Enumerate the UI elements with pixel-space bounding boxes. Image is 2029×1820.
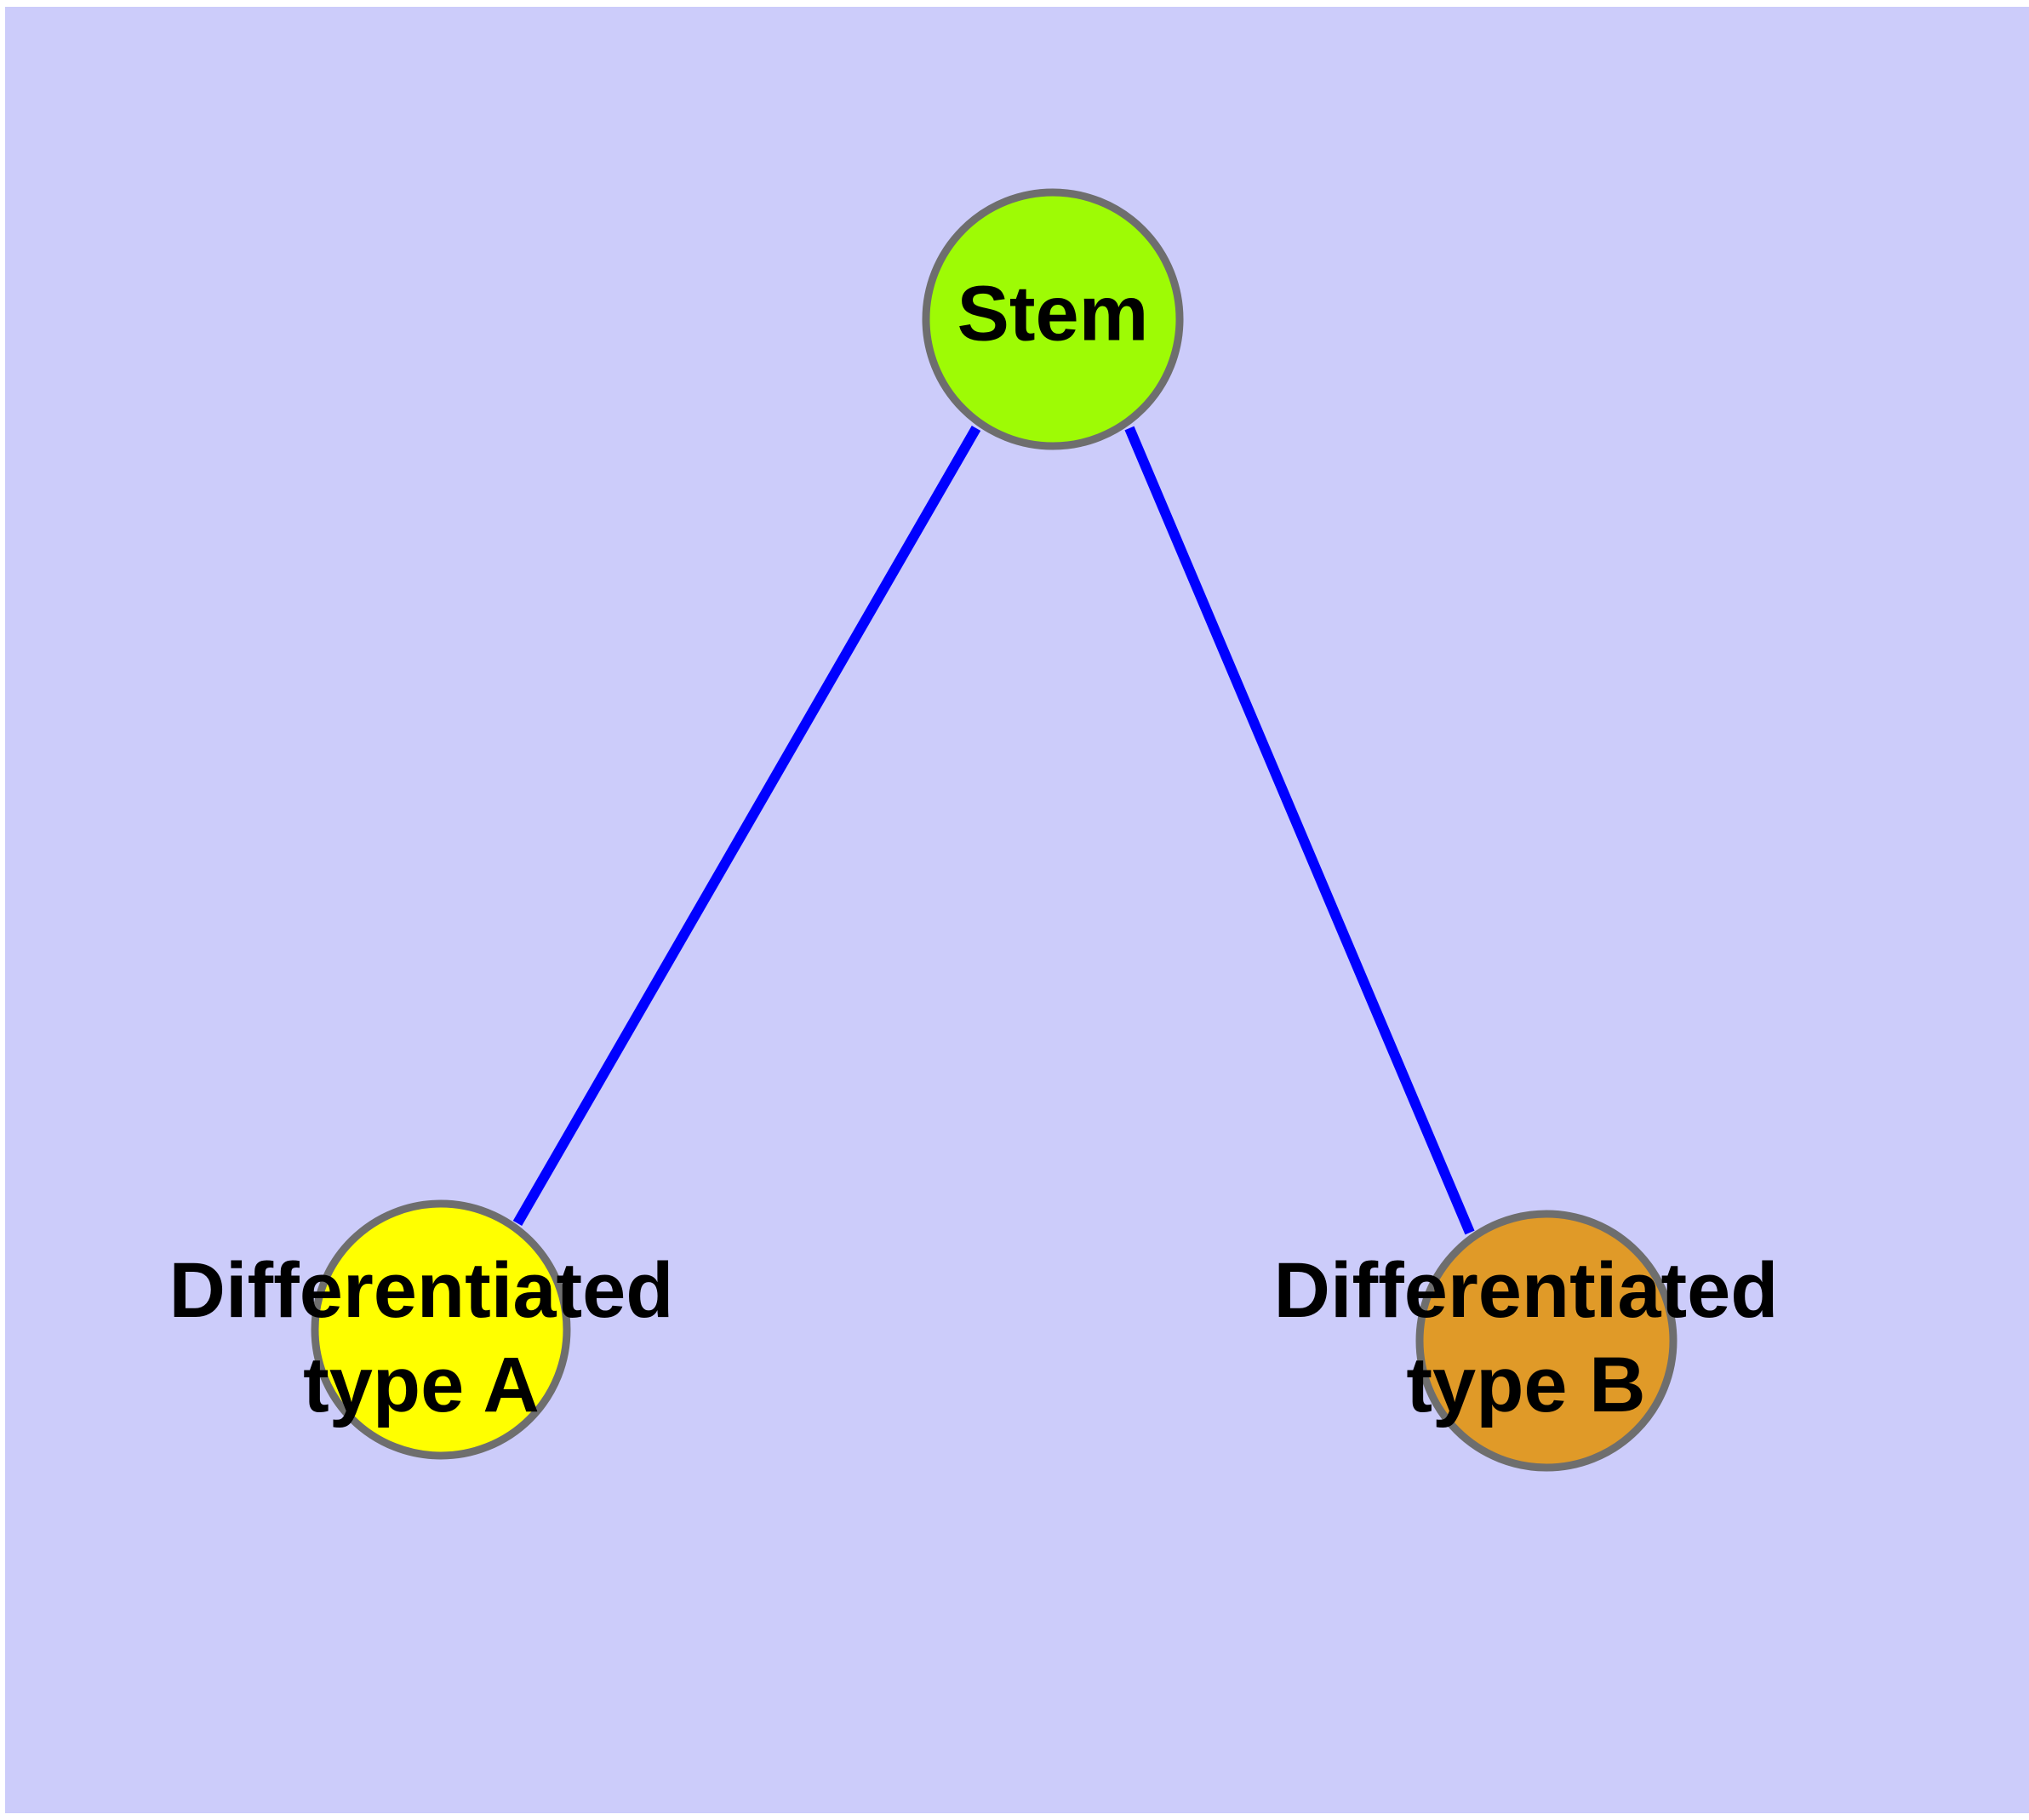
- node-differentiated-type-b[interactable]: [1415, 1210, 1677, 1472]
- edge-stem-to-differentiated-type-a: [512, 426, 981, 1226]
- node-label-differentiated-type-b-line-1: Differentiated: [1274, 1247, 1779, 1334]
- node-label-stem: Stem: [957, 270, 1149, 357]
- node-stem[interactable]: Stem: [922, 188, 1184, 450]
- edges-group: [512, 426, 1475, 1235]
- edge-stem-to-differentiated-type-b: [1124, 426, 1475, 1235]
- node-differentiated-type-a[interactable]: [311, 1199, 571, 1460]
- node-label-differentiated-type-a-line-2: type A: [303, 1342, 540, 1428]
- node-label-differentiated-type-b: Differentiated type B: [1274, 1247, 1779, 1428]
- node-label-differentiated-type-a-line-1: Differentiated: [169, 1247, 674, 1334]
- node-label-differentiated-type-a: Differentiated type A: [169, 1247, 674, 1428]
- node-circle-differentiated-type-b[interactable]: [1415, 1210, 1677, 1472]
- node-circle-stem[interactable]: [922, 188, 1184, 450]
- node-circle-differentiated-type-a[interactable]: [311, 1199, 571, 1460]
- node-label-differentiated-type-b-line-2: type B: [1406, 1342, 1645, 1428]
